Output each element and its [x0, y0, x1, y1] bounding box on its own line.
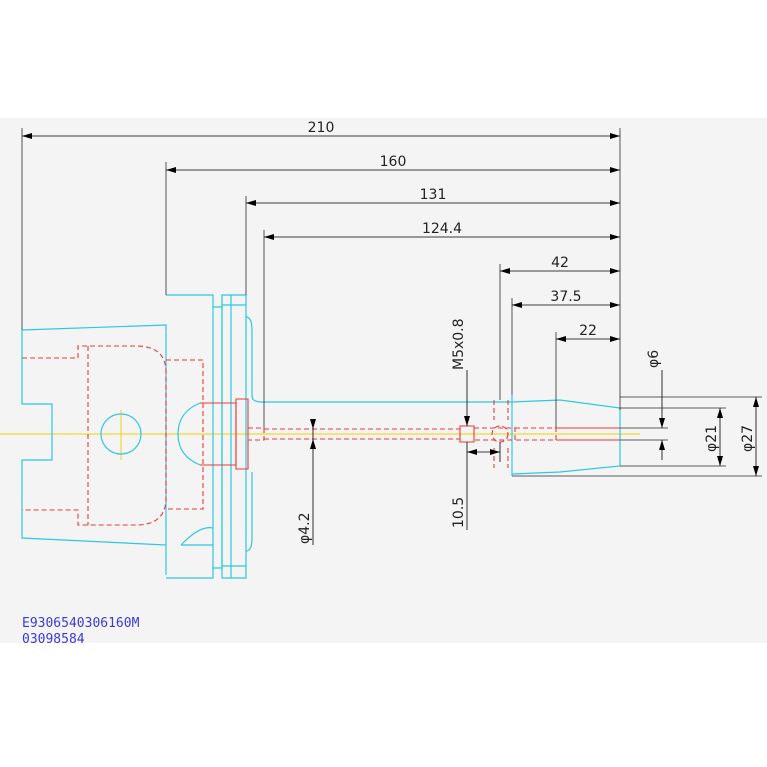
dim-37-5: 37.5 [550, 289, 581, 305]
holder-outline [21, 294, 621, 579]
length-dimensions [21, 128, 621, 428]
dim-dia-4-2: φ4.2 [297, 513, 313, 545]
part-code: 03098584 [22, 632, 85, 647]
internal-bore [22, 345, 620, 526]
dim-dia-27: φ27 [740, 425, 756, 452]
dim-160: 160 [380, 154, 407, 170]
dim-10-5: 10.5 [451, 497, 467, 528]
dim-thread-m5: M5x0.8 [451, 318, 467, 370]
leader-dimensions [310, 370, 501, 545]
dim-dia-6: φ6 [646, 350, 662, 368]
dim-dia-21: φ21 [704, 425, 720, 452]
dim-42: 42 [551, 255, 569, 271]
dim-210: 210 [308, 120, 335, 136]
part-number: E9306540306160M [22, 616, 140, 631]
drawing-sheet [0, 118, 767, 643]
dim-124-4: 124.4 [422, 221, 462, 237]
dim-131: 131 [420, 187, 447, 203]
dim-22: 22 [579, 323, 597, 339]
diameter-dimensions [512, 370, 762, 477]
